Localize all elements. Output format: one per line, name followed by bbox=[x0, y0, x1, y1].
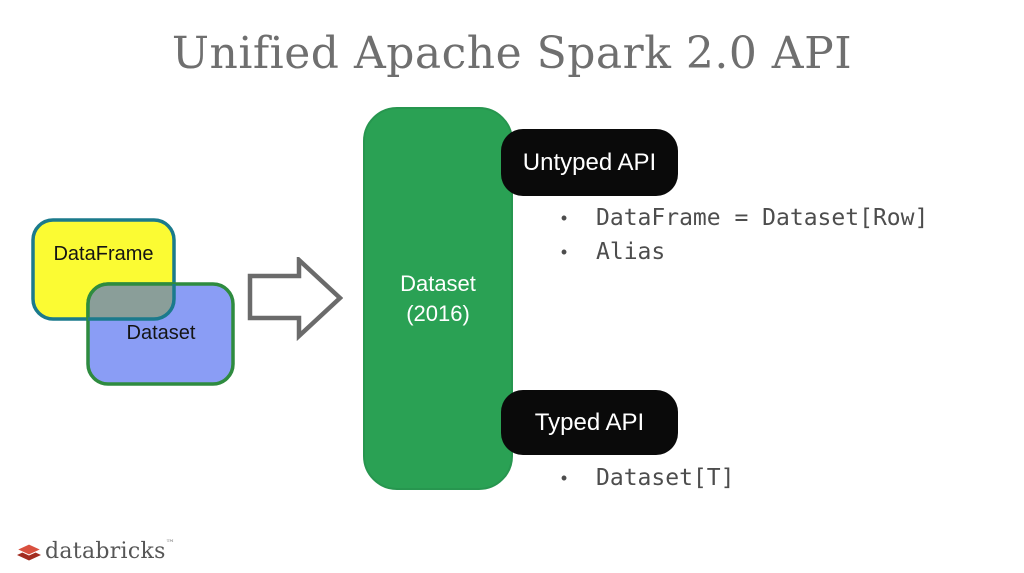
untyped-bullet-1-text: DataFrame = Dataset[Row] bbox=[596, 205, 929, 231]
typed-bullet-1: • Dataset[T] bbox=[556, 463, 735, 493]
untyped-bullet-1: • DataFrame = Dataset[Row] bbox=[556, 203, 929, 233]
databricks-stack-icon bbox=[16, 542, 42, 560]
dataframe-border-over-overlap bbox=[88, 284, 176, 321]
untyped-api-label: Untyped API bbox=[522, 148, 657, 176]
typed-api-label: Typed API bbox=[534, 408, 645, 436]
dataframe-label: DataFrame bbox=[53, 243, 154, 265]
untyped-bullet-2-text: Alias bbox=[596, 239, 666, 265]
typed-bullet-1-text: Dataset[T] bbox=[596, 465, 735, 491]
venn-overlap-region bbox=[86, 282, 174, 319]
bullet-icon: • bbox=[560, 241, 568, 262]
dataset-2016-box: Dataset (2016) bbox=[363, 107, 513, 490]
dataset-2016-line2: (2016) bbox=[406, 300, 470, 326]
untyped-api-pill: Untyped API bbox=[501, 129, 678, 196]
databricks-wordmark: databricks™ bbox=[45, 539, 176, 564]
untyped-bullet-2: • Alias bbox=[556, 237, 665, 267]
slide-title: Unified Apache Spark 2.0 API bbox=[171, 28, 853, 79]
dataset-label: Dataset bbox=[126, 322, 196, 344]
venn-diagram bbox=[28, 214, 240, 392]
venn-svg bbox=[31, 218, 235, 386]
bullet-icon: • bbox=[560, 467, 568, 488]
databricks-logo: databricks™ bbox=[16, 539, 175, 564]
dataset-2016-line1: Dataset bbox=[400, 270, 476, 296]
bullet-icon: • bbox=[560, 207, 568, 228]
right-arrow-icon bbox=[247, 254, 344, 342]
trademark-symbol: ™ bbox=[165, 539, 176, 549]
transition-arrow bbox=[247, 254, 344, 342]
typed-api-pill: Typed API bbox=[501, 390, 678, 455]
